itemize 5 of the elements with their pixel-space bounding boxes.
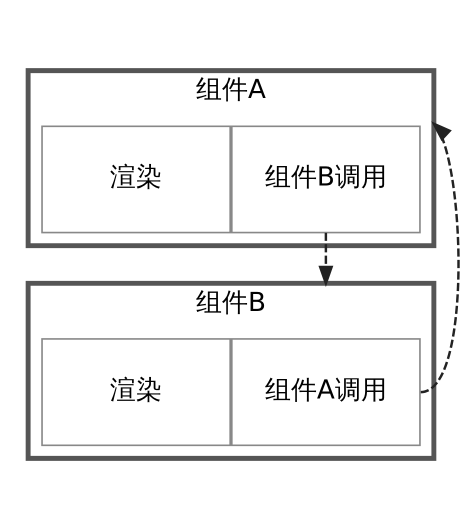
arrow bbox=[318, 232, 334, 287]
node-box: 组件B调用 bbox=[231, 124, 421, 233]
node-box: 组件A调用 bbox=[231, 338, 421, 446]
node-box: 渲染 bbox=[41, 124, 231, 233]
node-box: 渲染 bbox=[41, 338, 231, 446]
